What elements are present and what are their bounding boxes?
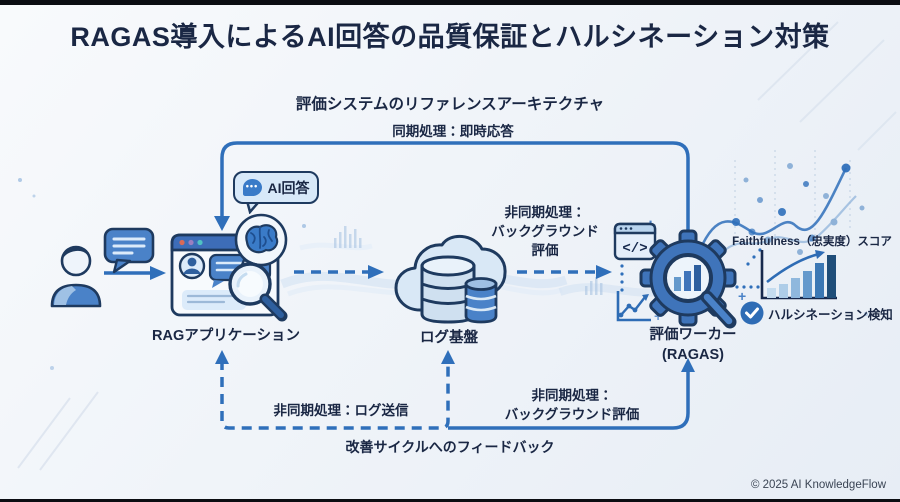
bg-eval-line2: バックグラウンド評価 [504, 407, 640, 422]
bar-cluster-decor [334, 226, 603, 295]
letterbox-top [0, 0, 900, 5]
sync-process-label: 同期処理：即時応答 [392, 124, 514, 139]
diagram-subtitle: 評価システムのリファレンスアーキテクチャ [295, 96, 605, 113]
trend-chart-icon [616, 291, 651, 322]
brain-icon [234, 213, 288, 272]
letterbox-bottom [0, 499, 900, 502]
async-eval-mid-label: 非同期処理： バックグラウンド 評価 [491, 203, 598, 260]
database-icon [420, 255, 476, 324]
feedback-cycle-label: 改善サイクルへのフィードバック [345, 439, 555, 455]
async-eval-mid-line2: バックグラウンド [491, 224, 599, 239]
bg-eval-bottom-label: 非同期処理： バックグラウンド評価 [505, 386, 639, 424]
svg-text:</>: </> [622, 241, 647, 257]
eval-worker-line1: 評価ワーカー [649, 327, 737, 343]
flow-arrows [104, 141, 695, 430]
log-base-cloud-icon [394, 235, 507, 324]
code-window-icon: </> [613, 222, 657, 261]
gear-bar-chart [674, 265, 701, 291]
copyright-text: © 2025 AI KnowledgeFlow [750, 479, 886, 491]
check-circle-icon [740, 301, 764, 325]
async-eval-mid-line3: 評価 [531, 243, 559, 258]
eval-worker-gear-icon [639, 229, 737, 329]
node-label-eval-worker: 評価ワーカー (RAGAS) [650, 325, 737, 365]
bg-eval-solid-line [448, 370, 690, 430]
svg-text:+: + [738, 288, 746, 304]
eval-worker-line2: (RAGAS) [661, 347, 725, 363]
node-label-log-base: ログ基盤 [420, 330, 478, 346]
node-label-rag-app: RAGアプリケーション [152, 328, 300, 344]
database-small-icon [464, 277, 498, 324]
faithfulness-bar-chart-icon [760, 250, 837, 300]
search-magnifier-icon [228, 262, 288, 322]
feedback-dashed-line [220, 360, 450, 430]
ai-answer-bubble: ••• AI回答 [233, 171, 319, 204]
scatter-decor [696, 150, 865, 264]
bg-eval-line1: 非同期処理： [531, 388, 613, 403]
corner-lines [17, 21, 897, 471]
sync-arrowhead [214, 216, 230, 231]
page-title: RAGAS導入によるAI回答の品質保証とハルシネーション対策 [70, 22, 830, 52]
sync-arrow-line [220, 141, 690, 230]
user-person-icon [50, 245, 102, 308]
async-eval-mid-line1: 非同期処理： [504, 205, 586, 220]
ai-answer-label: AI回答 [267, 179, 310, 196]
log-send-label: 非同期処理：ログ送信 [273, 403, 409, 418]
faithfulness-score-label: Faithfulness（忠実度）スコア [732, 236, 892, 248]
user-message-icon [103, 227, 155, 274]
hallucination-detect-label: ハルシネーション検知 [768, 308, 893, 322]
chat-bubble-icon: ••• [242, 179, 262, 196]
